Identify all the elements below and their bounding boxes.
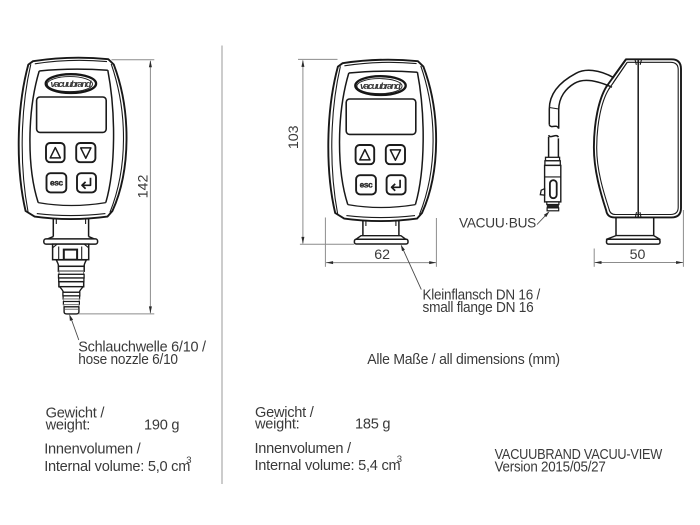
svg-text:Gewicht /: Gewicht / xyxy=(255,405,315,421)
svg-text:Alle Maße / all dimensions (mm: Alle Maße / all dimensions (mm) xyxy=(367,352,560,368)
svg-text:small flange DN 16: small flange DN 16 xyxy=(423,300,534,316)
svg-text:VACUUBRAND VACUU-VIEW: VACUUBRAND VACUU-VIEW xyxy=(495,447,663,463)
svg-text:190 g: 190 g xyxy=(144,417,179,433)
svg-text:Version 2015/05/27: Version 2015/05/27 xyxy=(495,459,606,475)
svg-text:62: 62 xyxy=(374,247,390,263)
svg-text:185 g: 185 g xyxy=(355,417,390,433)
svg-text:Internal volume: 5,0 cm: Internal volume: 5,0 cm xyxy=(44,459,190,475)
svg-text:esc: esc xyxy=(50,179,64,188)
svg-text:Kleinflansch DN 16 /: Kleinflansch DN 16 / xyxy=(423,288,542,304)
svg-text:3: 3 xyxy=(186,455,191,466)
svg-text:103: 103 xyxy=(286,125,302,149)
svg-text:142: 142 xyxy=(136,175,152,199)
svg-text:Internal volume: 5,4 cm: Internal volume: 5,4 cm xyxy=(255,458,401,474)
svg-text:Innenvolumen /: Innenvolumen / xyxy=(44,441,141,457)
svg-text:50: 50 xyxy=(630,247,646,263)
svg-text:VACUU·BUS: VACUU·BUS xyxy=(459,214,536,230)
svg-text:hose nozzle 6/10: hose nozzle 6/10 xyxy=(78,352,178,368)
svg-text:vacuubrand: vacuubrand xyxy=(50,79,91,90)
svg-text:Innenvolumen /: Innenvolumen / xyxy=(255,441,352,457)
svg-text:Schlauchwelle 6/10 /: Schlauchwelle 6/10 / xyxy=(78,340,207,356)
svg-text:weight:: weight: xyxy=(254,417,300,433)
svg-text:weight:: weight: xyxy=(45,417,91,433)
svg-text:3: 3 xyxy=(397,454,402,465)
svg-text:Gewicht /: Gewicht / xyxy=(46,406,106,422)
